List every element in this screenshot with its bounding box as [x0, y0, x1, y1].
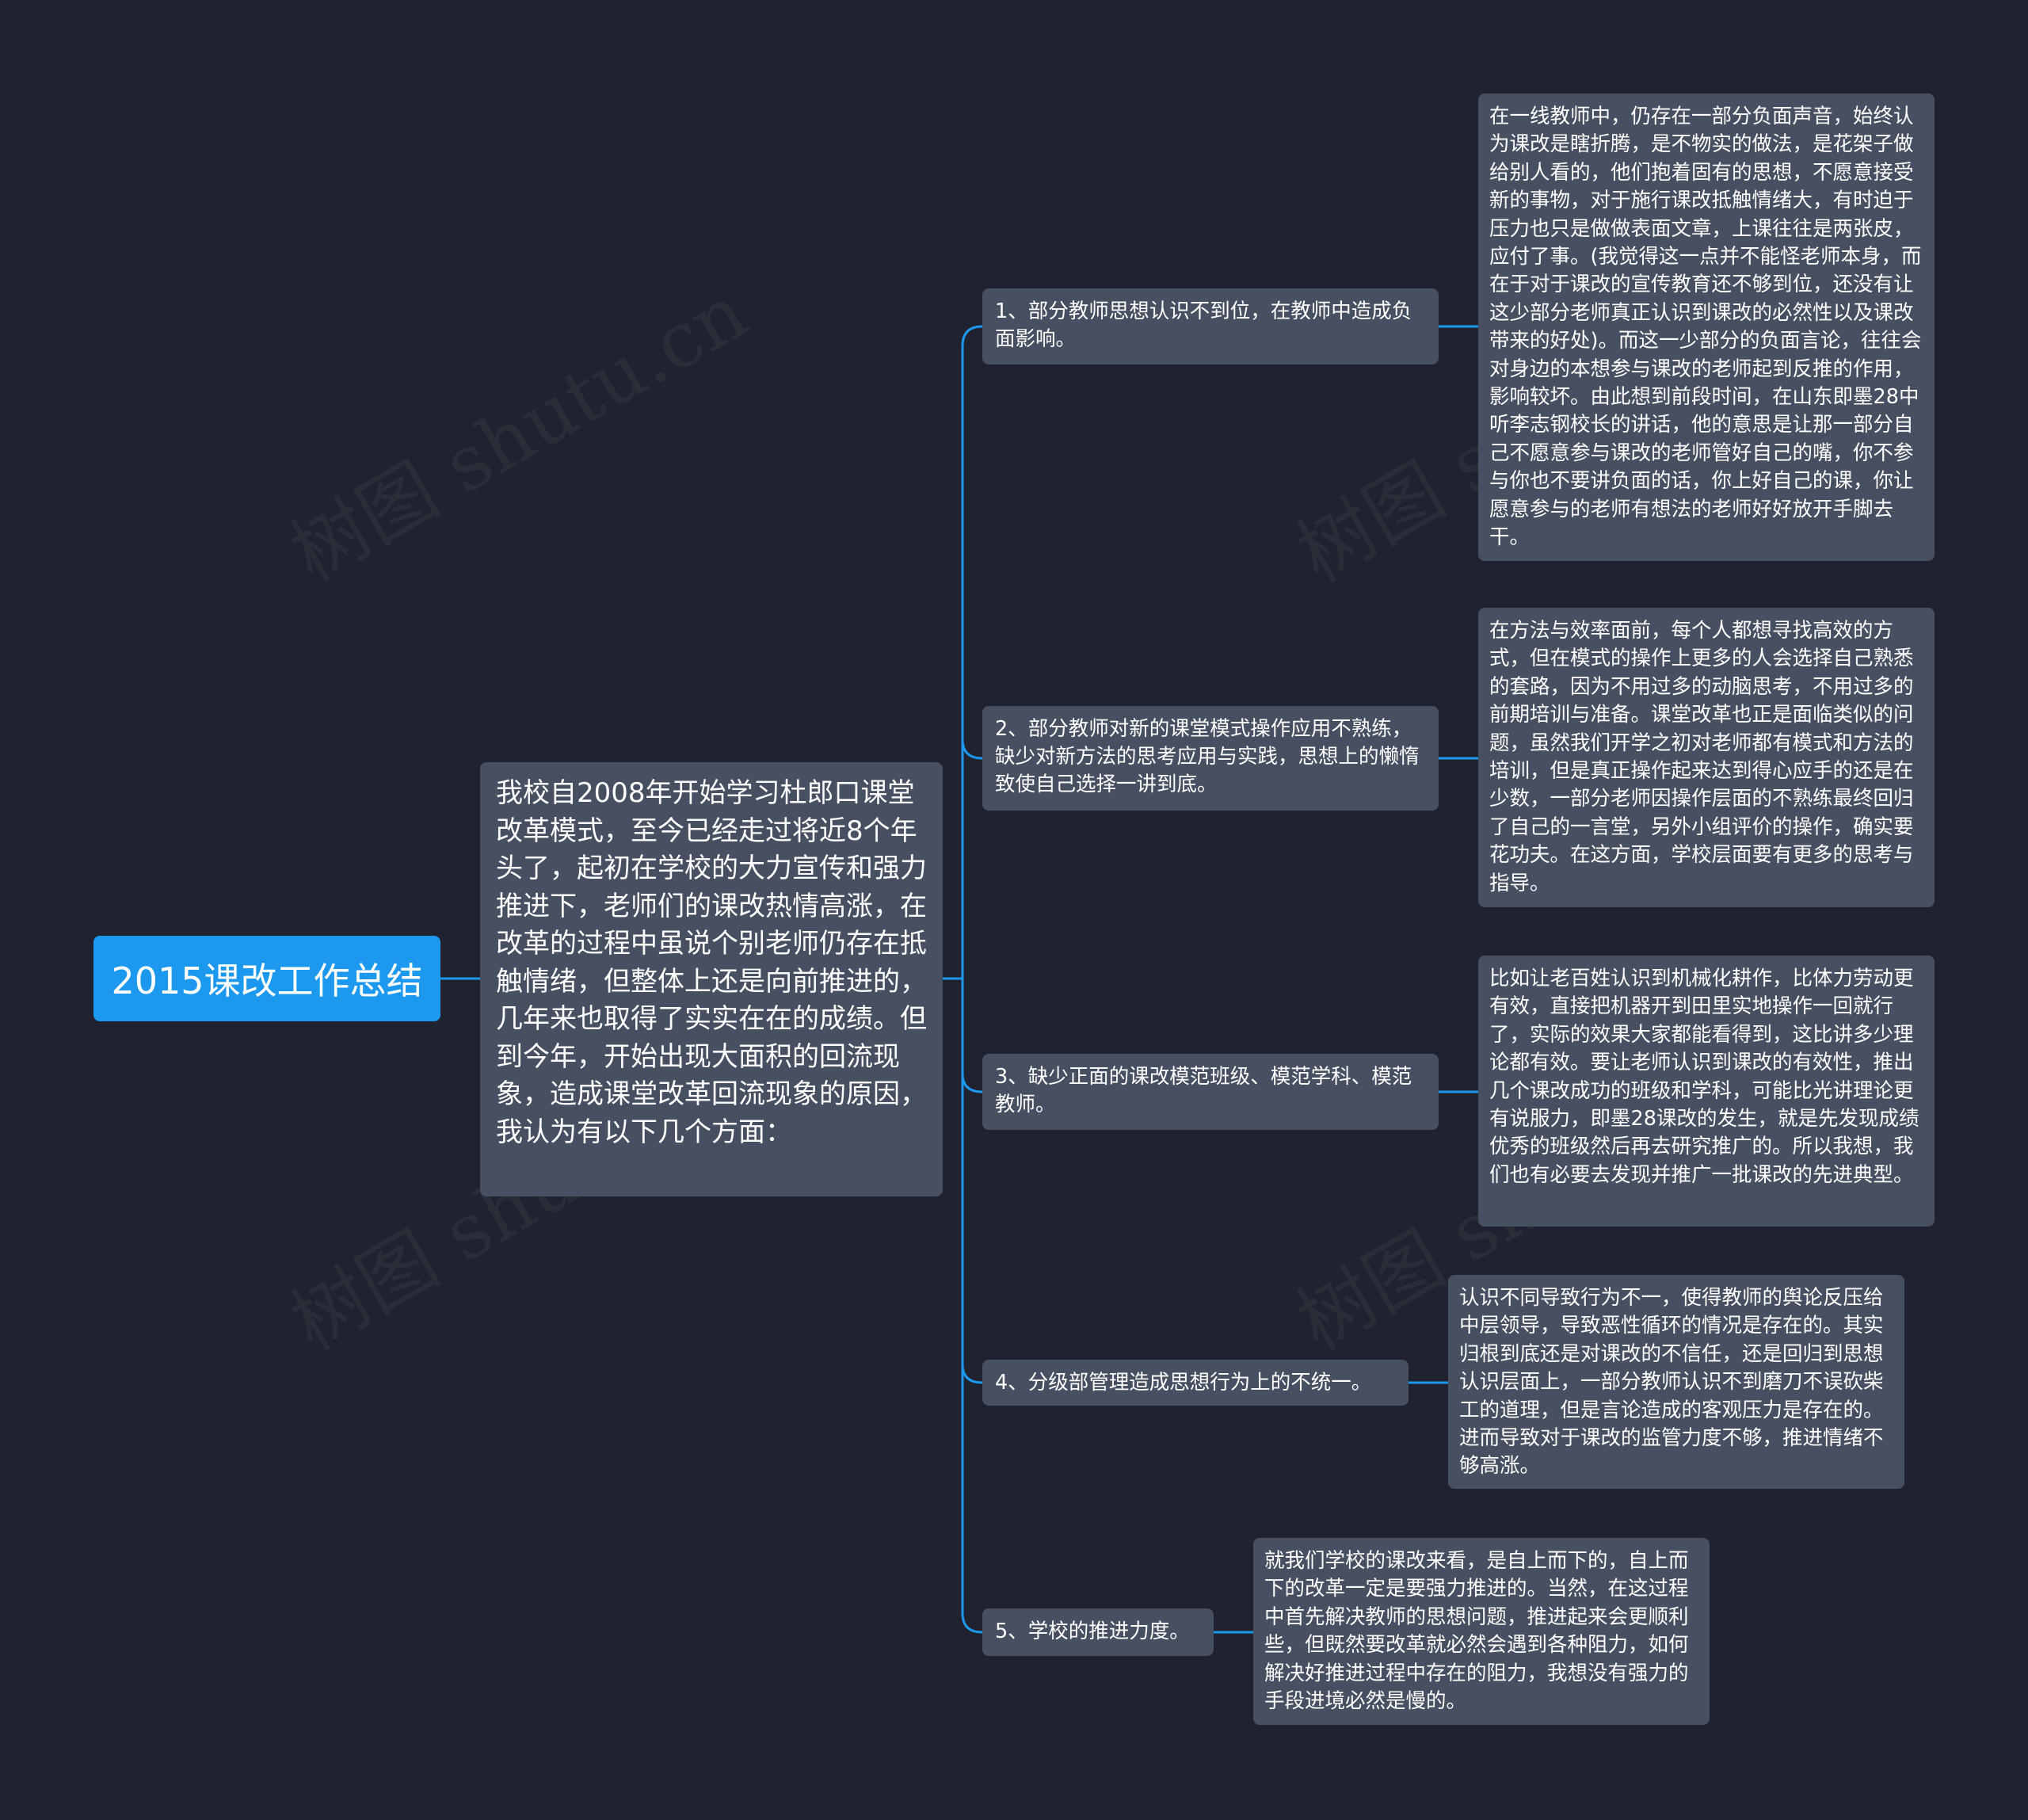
detail-topic-3[interactable]: 比如让老百姓认识到机械化耕作，比体力劳动更有效，直接把机器开到田里实地操作一回就…	[1478, 956, 1935, 1227]
branch-topic-label: 2、部分教师对新的课堂模式操作应用不熟练，缺少对新方法的思考应用与实践，思想上的…	[995, 717, 1420, 796]
branch-topic-3[interactable]: 3、缺少正面的课改模范班级、模范学科、模范教师。	[982, 1054, 1439, 1130]
detail-topic-5[interactable]: 就我们学校的课改来看，是自上而下的，自上而下的改革一定是要强力推进的。当然，在这…	[1253, 1538, 1710, 1725]
detail-topic-1[interactable]: 在一线教师中，仍存在一部分负面声音，始终认为课改是瞎折腾，是不物实的做法，是花架…	[1478, 93, 1935, 561]
root-topic[interactable]: 2015课改工作总结	[93, 936, 440, 1021]
intro-topic-text: 我校自2008年开始学习杜郎口课堂改革模式，至今已经走过将近8个年头了，起初在学…	[496, 777, 927, 1148]
detail-topic-text: 比如让老百姓认识到机械化耕作，比体力劳动更有效，直接把机器开到田里实地操作一回就…	[1489, 967, 1919, 1187]
intro-topic[interactable]: 我校自2008年开始学习杜郎口课堂改革模式，至今已经走过将近8个年头了，起初在学…	[480, 762, 943, 1196]
branch-topic-4[interactable]: 4、分级部管理造成思想行为上的不统一。	[982, 1360, 1409, 1406]
branch-topic-label: 5、学校的推进力度。	[995, 1620, 1190, 1643]
branch-topic-1[interactable]: 1、部分教师思想认识不到位，在教师中造成负面影响。	[982, 288, 1439, 364]
connector-branch-2	[961, 738, 983, 760]
detail-topic-2[interactable]: 在方法与效率面前，每个人都想寻找高效的方式，但在模式的操作上更多的人会选择自己熟…	[1478, 608, 1935, 907]
connector-branch-3	[961, 1073, 983, 1093]
detail-topic-text: 在一线教师中，仍存在一部分负面声音，始终认为课改是瞎折腾，是不物实的做法，是花架…	[1489, 105, 1922, 550]
detail-topic-text: 就我们学校的课改来看，是自上而下的，自上而下的改革一定是要强力推进的。当然，在这…	[1264, 1549, 1689, 1714]
branch-topic-2[interactable]: 2、部分教师对新的课堂模式操作应用不熟练，缺少对新方法的思考应用与实践，思想上的…	[982, 706, 1439, 811]
branch-topic-label: 1、部分教师思想认识不到位，在教师中造成负面影响。	[995, 300, 1412, 351]
root-topic-label: 2015课改工作总结	[111, 960, 423, 1002]
detail-topic-text: 在方法与效率面前，每个人都想寻找高效的方式，但在模式的操作上更多的人会选择自己熟…	[1489, 619, 1914, 895]
branch-topic-5[interactable]: 5、学校的推进力度。	[982, 1608, 1214, 1656]
connector-branch-1	[961, 325, 983, 347]
detail-topic-text: 认识不同导致行为不一，使得教师的舆论反压给中层领导，导致恶性循环的情况是存在的。…	[1459, 1286, 1884, 1479]
detail-topic-4[interactable]: 认识不同导致行为不一，使得教师的舆论反压给中层领导，导致恶性循环的情况是存在的。…	[1448, 1275, 1904, 1489]
connector-branch-4	[961, 1364, 983, 1384]
branch-topic-label: 4、分级部管理造成思想行为上的不统一。	[995, 1371, 1372, 1395]
connector-branch-5	[961, 1612, 983, 1634]
branch-topic-label: 3、缺少正面的课改模范班级、模范学科、模范教师。	[995, 1065, 1412, 1116]
